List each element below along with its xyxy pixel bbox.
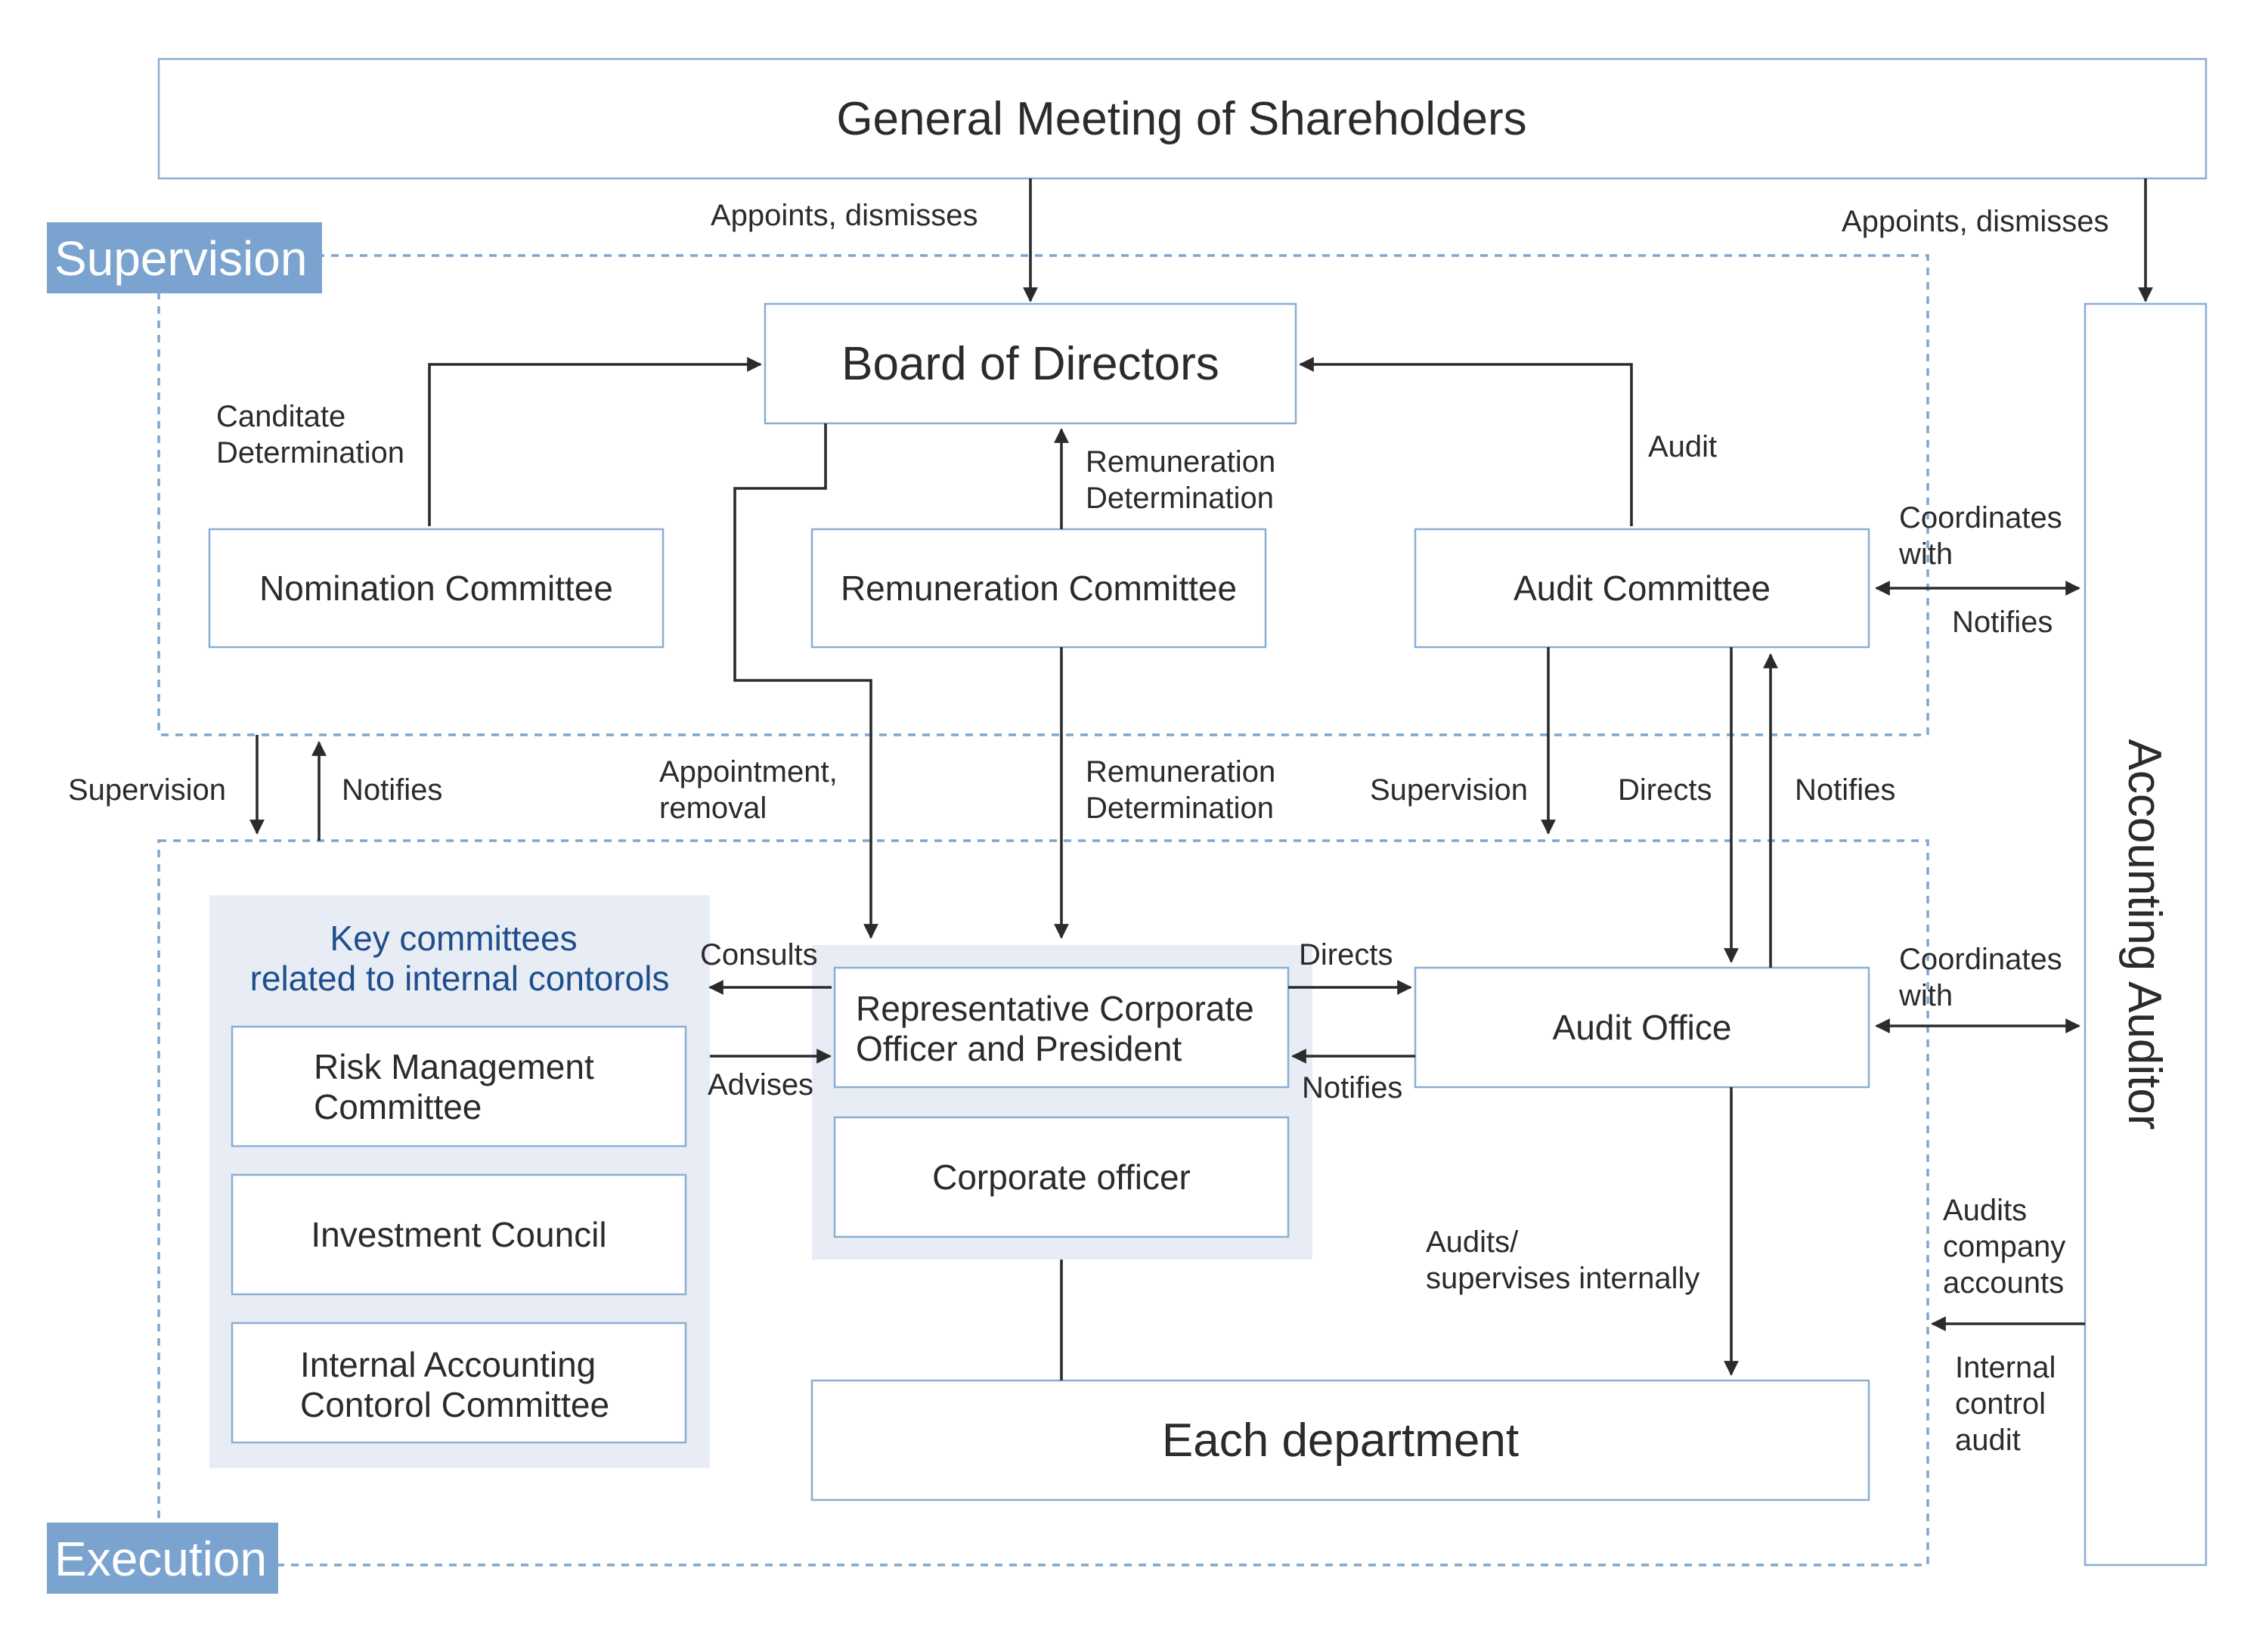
each-department-label: Each department (1162, 1415, 1519, 1467)
label-internal-control-2: control (1955, 1387, 2046, 1421)
accounting-auditor-label: Accounting Auditor (2118, 739, 2170, 1129)
key-committees-heading-2: related to internal contorols (250, 959, 670, 998)
nomination-committee-box (208, 528, 665, 649)
internal-accounting-label-1: Internal Accounting (300, 1345, 596, 1384)
arrow-audit-committee-to-board (1299, 357, 1633, 526)
label-coordinates-top-2: with (1898, 538, 1953, 571)
audit-office-box (1414, 966, 1870, 1089)
supervision-tag (47, 222, 322, 293)
label-candidate-2: Determination (216, 436, 404, 469)
label-internal-control-3: audit (1955, 1424, 2021, 1457)
label-coordinates-bottom-2: with (1898, 979, 1953, 1012)
label-directs-office: Directs (1299, 938, 1393, 971)
label-notifies-top: Notifies (1952, 606, 2053, 639)
audit-committee-box (1414, 528, 1870, 649)
label-advises: Advises (708, 1068, 813, 1102)
corporate-officer-box (833, 1116, 1290, 1238)
label-audit: Audit (1648, 430, 1717, 463)
investment-council-box (231, 1173, 687, 1296)
board-box (764, 302, 1297, 425)
label-appointment-1: Appointment, (659, 755, 838, 789)
supervision-tag-label: Supervision (54, 231, 307, 286)
label-coordinates-top-1: Coordinates (1899, 501, 2062, 535)
shareholders-label: General Meeting of Shareholders (836, 93, 1526, 145)
remuneration-committee-box (810, 528, 1267, 649)
risk-management-box (231, 1025, 687, 1148)
board-label: Board of Directors (841, 338, 1219, 390)
execution-tag-label: Execution (54, 1532, 267, 1586)
accounting-auditor-box (2084, 302, 2208, 1566)
label-notifies-officer: Notifies (1302, 1071, 1402, 1105)
label-notifies-mid: Notifies (1795, 773, 1895, 807)
rep-officer-label-1: Representative Corporate (856, 989, 1254, 1028)
remuneration-committee-label: Remuneration Committee (841, 569, 1237, 608)
label-candidate-1: Canditate (216, 400, 345, 433)
each-department-box (810, 1379, 1870, 1501)
label-audits-accounts-2: company (1943, 1230, 2065, 1263)
rep-officer-label-2: Officer and President (856, 1029, 1182, 1068)
key-committees-heading-1: Key committees (330, 919, 577, 958)
label-remuneration-board-1: Remuneration (1086, 445, 1275, 479)
label-audits-supervises-2: supervises internally (1426, 1262, 1699, 1295)
risk-management-label-2: Committee (314, 1087, 482, 1126)
investment-council-label: Investment Council (311, 1215, 606, 1254)
corporate-officer-label: Corporate officer (932, 1157, 1191, 1197)
internal-accounting-label-2: Contorol Committee (300, 1385, 609, 1424)
shareholders-box (157, 57, 2208, 180)
risk-management-label-1: Risk Management (314, 1047, 594, 1086)
label-appointment-2: removal (659, 792, 767, 825)
label-appoints-board: Appoints, dismisses (711, 199, 978, 232)
label-appoints-auditor: Appoints, dismisses (1842, 205, 2108, 238)
label-supervision-left: Supervision (68, 773, 226, 807)
execution-zone (157, 839, 1929, 1566)
label-coordinates-bottom-1: Coordinates (1899, 943, 2062, 976)
internal-accounting-box (231, 1322, 687, 1444)
label-audits-accounts-1: Audits (1943, 1194, 2027, 1227)
label-audits-supervises-1: Audits/ (1426, 1226, 1519, 1259)
label-internal-control-1: Internal (1955, 1351, 2056, 1384)
label-remuneration-board-2: Determination (1086, 482, 1274, 515)
rep-officer-box (833, 966, 1290, 1089)
label-directs-mid: Directs (1618, 773, 1712, 807)
label-remuneration-officer-2: Determination (1086, 792, 1274, 825)
execution-tag (47, 1523, 278, 1594)
label-notifies-left: Notifies (342, 773, 442, 807)
audit-committee-label: Audit Committee (1514, 569, 1771, 608)
label-audits-accounts-3: accounts (1943, 1266, 2064, 1300)
audit-office-label: Audit Office (1553, 1008, 1732, 1047)
nomination-committee-label: Nomination Committee (259, 569, 613, 608)
arrow-board-to-officer (733, 423, 878, 939)
label-supervision-mid: Supervision (1370, 773, 1528, 807)
label-consults: Consults (700, 938, 818, 971)
supervision-zone (157, 254, 1929, 736)
label-remuneration-officer-1: Remuneration (1086, 755, 1275, 789)
arrow-nomination-to-board (428, 357, 762, 526)
